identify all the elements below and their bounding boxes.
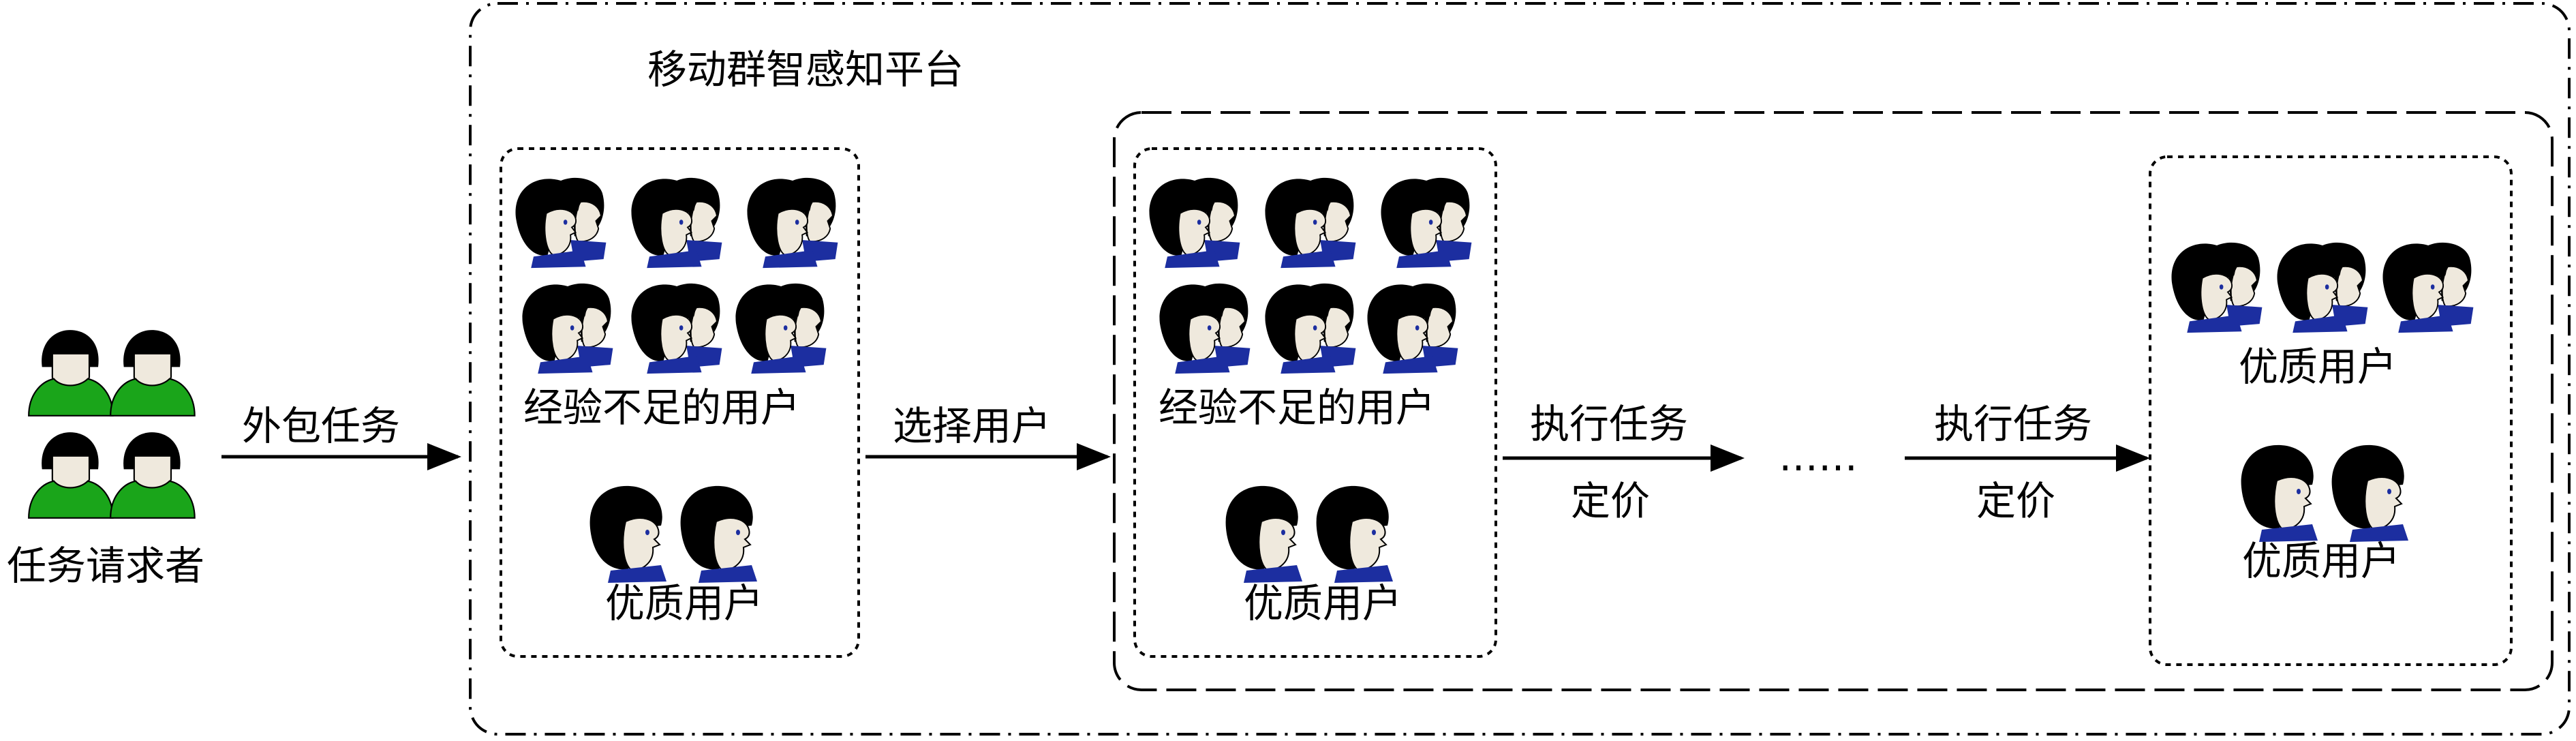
insufficient-user-icon <box>1159 282 1251 375</box>
user-group-3-border <box>2149 155 2513 666</box>
quality-user-icon <box>589 485 667 583</box>
requester-label: 任务请求者 <box>7 543 204 589</box>
quality-user-icon <box>2240 444 2318 542</box>
iteration-border <box>1113 111 2554 691</box>
arrow-execute-1-label: 执行任务 <box>1530 401 1688 447</box>
platform-border <box>469 2 2571 736</box>
requester-group: 任务请求者 <box>7 329 204 589</box>
quality-user-icon <box>2331 444 2409 542</box>
arrow-pricing-1-label: 定价 <box>1571 478 1650 524</box>
requester-person-icon <box>28 432 114 519</box>
quality-users-label: 优质用户 <box>605 580 763 626</box>
user-group-2: 经验不足的用户 优质用户 <box>1133 147 1497 658</box>
quality-user-pair-icon <box>2171 241 2263 334</box>
arrow-execute-2-label: 执行任务 <box>1934 401 2092 447</box>
requester-person-icon <box>110 432 196 519</box>
insufficient-user-icon <box>746 177 839 269</box>
user-group-1: 经验不足的用户 优质用户 <box>500 147 860 658</box>
arrow-pricing-2-label: 定价 <box>1976 478 2055 524</box>
insufficient-user-icon <box>630 282 723 375</box>
insufficient-user-icon <box>1264 282 1357 375</box>
requester-person-icon <box>28 329 114 417</box>
quality-users-bottom-label: 优质用户 <box>2242 538 2400 584</box>
quality-users-label: 优质用户 <box>1244 580 1402 626</box>
insufficient-user-icon <box>521 282 614 375</box>
ellipsis: …… <box>1779 434 1858 480</box>
insufficient-users-label: 经验不足的用户 <box>523 384 800 431</box>
quality-user-icon <box>1315 485 1394 583</box>
insufficient-user-icon <box>1264 177 1357 269</box>
quality-user-icon <box>679 485 758 583</box>
quality-user-pair-icon <box>2276 241 2369 334</box>
user-group-3: 优质用户 优质用户 <box>2149 155 2513 666</box>
platform-title: 移动群智感知平台 <box>647 46 964 93</box>
insufficient-user-icon <box>735 282 827 375</box>
insufficient-user-icon <box>1380 177 1473 269</box>
insufficient-user-icon <box>515 177 607 269</box>
insufficient-users-label: 经验不足的用户 <box>1159 384 1435 431</box>
arrow-outsource-label: 外包任务 <box>242 403 400 449</box>
insufficient-user-icon <box>630 177 723 269</box>
insufficient-user-icon <box>1366 282 1459 375</box>
quality-user-pair-icon <box>2382 241 2474 334</box>
user-group-2-border <box>1133 147 1497 658</box>
arrow-select-label: 选择用户 <box>893 403 1051 449</box>
quality-user-icon <box>1225 485 1303 583</box>
quality-users-top-label: 优质用户 <box>2239 344 2397 390</box>
insufficient-user-icon <box>1148 177 1241 269</box>
requester-person-icon <box>110 329 196 417</box>
